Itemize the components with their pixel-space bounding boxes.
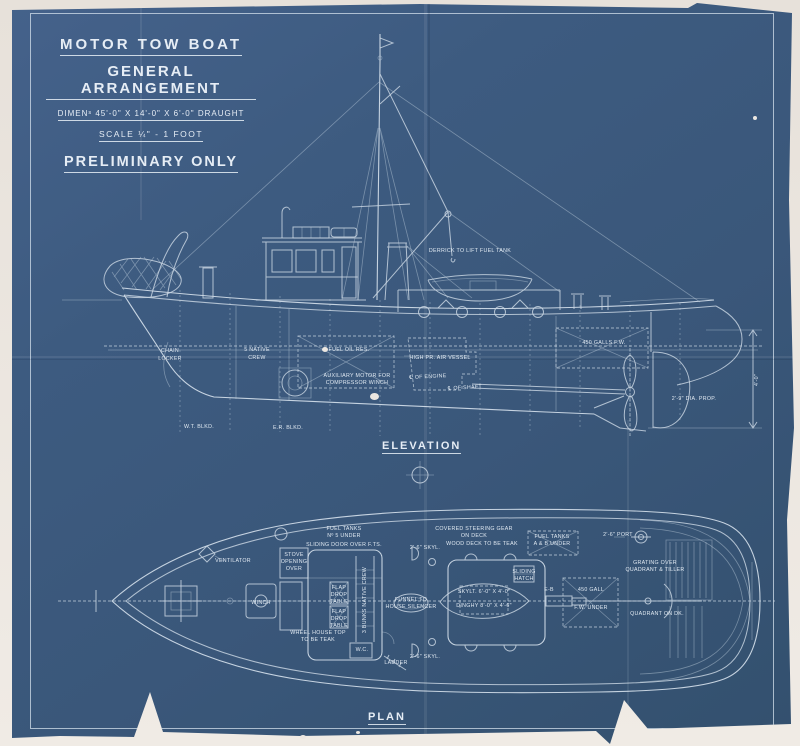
annotation-label: DROP — [331, 592, 348, 598]
section-symbol — [406, 461, 434, 489]
rudder-propeller — [471, 312, 691, 436]
paper-tear — [370, 393, 379, 400]
annotation-label: W.T. BLKD. — [184, 424, 214, 430]
annotation-label: 450 GALL — [578, 587, 604, 593]
mast-and-derrick — [151, 34, 701, 303]
paper-tear — [356, 731, 360, 734]
border-line — [30, 13, 774, 729]
annotation-label: QUADRANT ON DK. — [630, 611, 684, 617]
annotation-label: LOCKER — [158, 356, 182, 362]
paper-tear — [300, 735, 306, 739]
annotation-label: WINCH — [251, 600, 270, 606]
engine-casing — [439, 553, 546, 652]
scale-note: SCALE ¼" - 1 FOOT — [46, 129, 256, 142]
status-note: PRELIMINARY ONLY — [46, 154, 256, 173]
annotation-label: SLIDING DOOR OVER F.TS. — [306, 542, 382, 548]
paper-tear — [322, 347, 328, 352]
bow-fender — [103, 231, 217, 299]
annotation-label: COVERED STEERING GEAR — [435, 526, 513, 532]
annotation-label: 2'-9" DIA. PROP. — [672, 396, 716, 402]
annotation-label: DERRICK TO LIFT FUEL TANK — [429, 248, 511, 254]
windlass — [160, 527, 308, 622]
annotation-label: FLAP — [332, 609, 347, 615]
wheelhouse — [256, 206, 366, 301]
annotation-label: 2'-6" SKYL. — [410, 545, 440, 551]
annotation-label: COMPRESSOR WINCH — [326, 380, 388, 386]
annotation-label: DINGHY 8'-0" X 4'-6" — [456, 603, 512, 609]
annotation-label: E.R. BLKD. — [273, 425, 303, 431]
annotation-label: E-B — [544, 587, 554, 593]
annotation-label: 5 NATIVE — [244, 347, 270, 353]
annotation-label: Nº 5 UNDER — [327, 533, 360, 539]
plan-deckhouse — [279, 547, 407, 671]
annotation-label: SKYLT. 6'-0" X 4'-0" — [458, 589, 510, 595]
annotation-label: STOVE — [284, 552, 304, 558]
annotation-label: ℄ OF SHAFT — [447, 384, 483, 392]
dinghy-elevation — [427, 274, 533, 309]
dimensions-note: DIMENˢ 45'-0" X 14'-0" X 6'-0" DRAUGHT — [46, 109, 256, 121]
annotation-label: TO BE TEAK — [301, 637, 335, 643]
annotation-label: 450 GALLS F.W. — [582, 340, 625, 346]
annotation-label: WHEEL HOUSE TOP — [290, 630, 346, 636]
elevation-annotations: CHAIN LOCKER 5 NATIVE CREW FUEL OIL RES. AUXI… — [158, 248, 760, 431]
annotation-label: 2'-6" PORT — [603, 532, 633, 538]
stern-dimension — [648, 329, 762, 429]
title-block: MOTOR TOW BOAT GENERAL ARRANGEMENT DIMEN… — [46, 36, 256, 173]
annotation-label: OPENING — [281, 559, 308, 565]
annotation-label: DROP — [331, 616, 348, 622]
annotation-label: 2'-6" SKYL. — [410, 654, 440, 660]
aft-deck-fittings — [397, 280, 715, 312]
annotation-label: HIGH PR. AIR VESSEL — [409, 355, 470, 361]
annotation-label: QUADRANT & TILLER — [625, 567, 684, 573]
drawing-subtitle: GENERAL ARRANGEMENT — [46, 63, 256, 100]
annotation-label: FUEL OIL RES. — [329, 347, 370, 353]
annotation-label: TABLE — [330, 599, 348, 605]
annotation-label: FLAP — [332, 585, 347, 591]
annotation-label: SLIDING — [512, 569, 535, 575]
annotation-label: HATCH — [514, 576, 533, 582]
annotation-label: 4'-0" — [754, 374, 760, 386]
annotation-label: WOOD DECK TO BE TEAK — [446, 541, 518, 547]
elevation-view: CHAIN LOCKER 5 NATIVE CREW FUEL OIL RES. AUXI… — [62, 34, 764, 489]
annotation-label: CHAIN — [161, 348, 179, 354]
plan-funnel — [393, 546, 436, 658]
annotation-label: F.W. UNDER — [574, 605, 608, 611]
stern-grating — [614, 519, 753, 683]
annotation-label: 3 BUNKS NATIVE CREW — [362, 567, 368, 633]
annotation-label: A & B UNDER — [534, 541, 571, 547]
plan-label: PLAN — [368, 711, 406, 725]
annotation-label: FUNNEL TO — [395, 597, 427, 603]
annotation-label: ℄ OF ENGINE — [408, 373, 447, 381]
annotation-label: FUEL TANKS — [535, 534, 570, 540]
drawing-title: MOTOR TOW BOAT — [46, 36, 256, 56]
annotation-label: LADDER — [384, 660, 407, 666]
annotation-label: HOUSE SILENCER — [385, 604, 436, 610]
funnel — [384, 242, 473, 301]
hull-profile — [62, 287, 764, 415]
annotation-label: W.C. — [356, 647, 369, 653]
annotation-label: CREW — [248, 355, 265, 361]
annotation-label: TABLE — [330, 623, 348, 629]
annotation-label: AUXILIARY MOTOR FOR — [324, 373, 391, 379]
annotation-label: OVER — [286, 566, 302, 572]
annotation-label: FUEL TANKS — [327, 526, 362, 532]
aft-tanks — [527, 530, 642, 628]
paper-tear — [753, 116, 757, 120]
annotation-label: ON DECK — [461, 533, 487, 539]
annotation-label: GRATING OVER — [633, 560, 677, 566]
elevation-label: ELEVATION — [382, 440, 462, 454]
machinery-outlines — [278, 327, 649, 399]
annotation-label: VENTILATOR — [215, 558, 251, 564]
